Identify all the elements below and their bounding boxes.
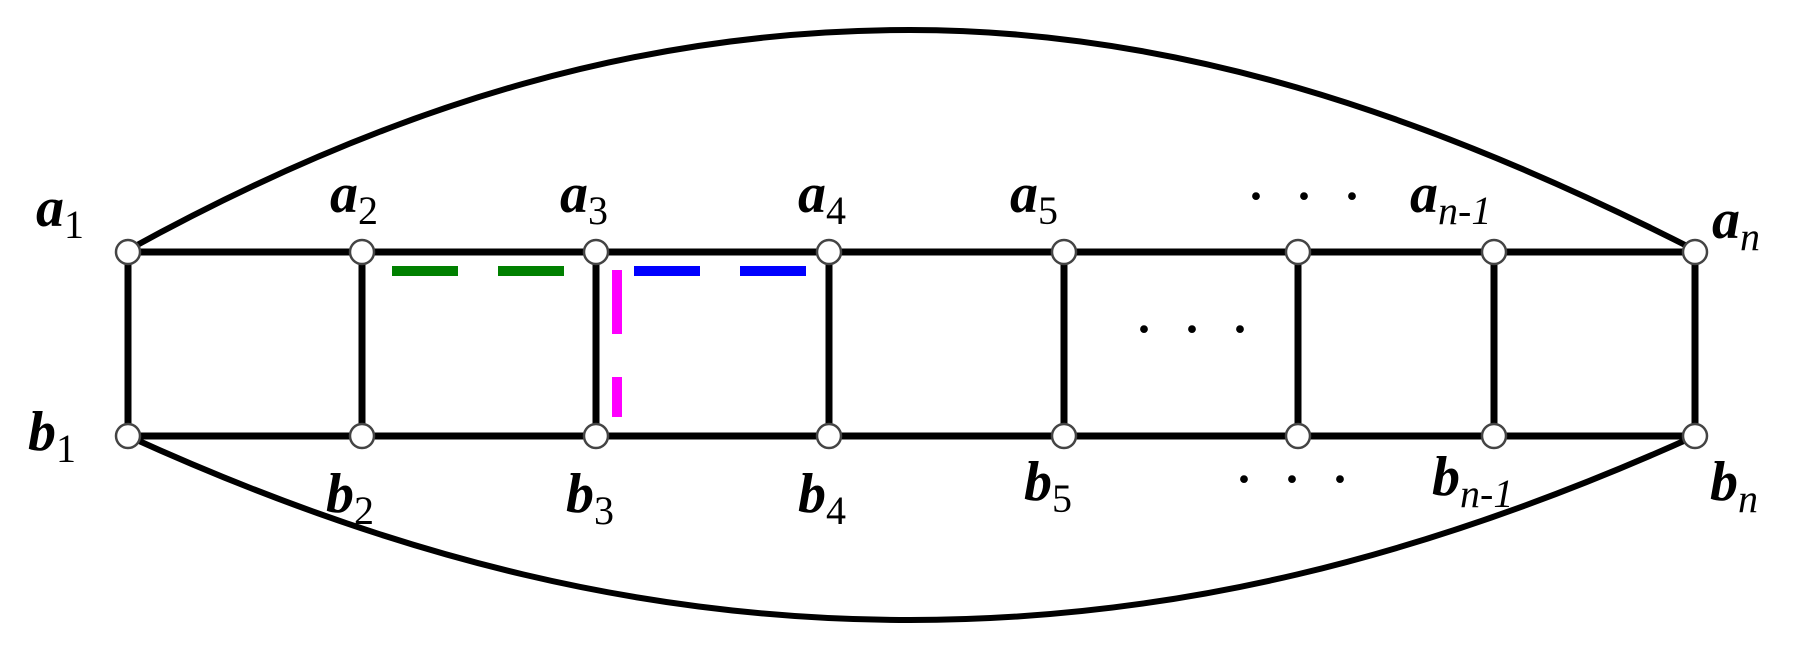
label-b3: b3 xyxy=(566,463,614,533)
node-b3 xyxy=(582,422,610,450)
highlight-magenta-path xyxy=(612,270,622,417)
node-an-1 xyxy=(1480,238,1508,266)
node-b6 xyxy=(1284,422,1312,450)
label-b4: b4 xyxy=(798,463,846,533)
node-a5 xyxy=(1050,238,1078,266)
arc-b1-bn xyxy=(126,433,1697,624)
highlight-blue-path xyxy=(634,266,806,276)
node-a3 xyxy=(582,238,610,266)
highlight-green-path xyxy=(392,266,564,276)
ellipsis-middle: · · · xyxy=(1136,303,1258,356)
top-nodes xyxy=(114,238,1709,266)
label-b2: b2 xyxy=(326,463,374,533)
label-a4: a4 xyxy=(798,163,846,233)
node-bn xyxy=(1681,422,1709,450)
label-b1: b1 xyxy=(28,401,76,471)
node-b5 xyxy=(1050,422,1078,450)
node-bn-1 xyxy=(1480,422,1508,450)
label-a5: a5 xyxy=(1010,163,1058,233)
label-a1: a1 xyxy=(36,177,84,247)
node-a6 xyxy=(1284,238,1312,266)
node-b4 xyxy=(815,422,843,450)
label-bn-1: bn-1 xyxy=(1432,446,1513,516)
label-a3: a3 xyxy=(560,163,608,233)
node-a1 xyxy=(114,238,142,266)
node-a4 xyxy=(815,238,843,266)
node-b1 xyxy=(114,422,142,450)
label-b5: b5 xyxy=(1024,451,1072,521)
bottom-nodes xyxy=(114,422,1709,450)
ellipsis-bottom: · · · xyxy=(1236,453,1358,506)
label-an: an xyxy=(1712,189,1760,259)
label-bn: bn xyxy=(1710,451,1758,521)
node-b2 xyxy=(348,422,376,450)
node-a2 xyxy=(348,238,376,266)
rungs xyxy=(124,252,1699,436)
node-an xyxy=(1681,238,1709,266)
arc-a1-an xyxy=(126,26,1697,253)
ellipsis-top: · · · xyxy=(1248,170,1370,223)
label-a2: a2 xyxy=(330,163,378,233)
label-an-1: an-1 xyxy=(1410,163,1491,233)
